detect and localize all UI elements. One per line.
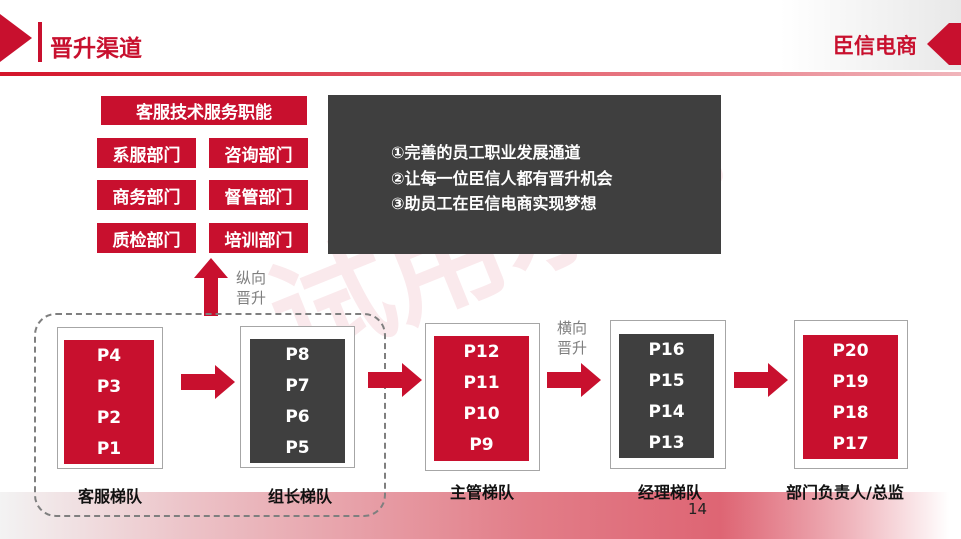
title-accent-bar	[38, 22, 42, 62]
arrow-right-icon	[547, 363, 601, 401]
note-vertical-line-1: 纵向	[236, 269, 267, 287]
ladder-4-level: P16	[648, 339, 685, 360]
ladder-5-level: P17	[832, 433, 869, 454]
ladder-4: P16 P15 P14 P13	[619, 334, 714, 458]
ladder-1-caption: 客服梯队	[78, 487, 143, 506]
header-divider-line	[0, 72, 961, 76]
functions-heading: 客服技术服务职能	[101, 96, 307, 125]
ladder-1-level: P1	[96, 438, 122, 459]
ladder-3-level: P10	[463, 404, 500, 425]
ladder-3: P12 P11 P10 P9	[434, 336, 529, 461]
ladder-2-level: P6	[285, 406, 310, 427]
bottom-band-white-wedge	[720, 492, 961, 539]
ladder-5-level: P19	[832, 371, 869, 392]
ladder-1-level: P4	[96, 345, 122, 366]
arrow-up-icon	[194, 258, 228, 320]
arrow-right-icon	[368, 363, 422, 401]
arrow-right-icon	[181, 365, 235, 403]
goal-item-2: ②让每一位臣信人都有晋升机会	[391, 169, 613, 188]
header-left-shape	[0, 14, 32, 62]
dept-quality: 质检部门	[97, 223, 196, 253]
ladder-3-level: P12	[463, 341, 500, 362]
dept-consulting: 咨询部门	[209, 138, 308, 168]
goal-item-3: ③助员工在臣信电商实现梦想	[391, 194, 597, 213]
ladder-5-level: P20	[832, 340, 869, 361]
ladder-4-level: P14	[648, 401, 685, 422]
ladder-4-level: P13	[648, 432, 685, 453]
goals-panel	[328, 95, 721, 254]
ladder-5-caption: 部门负责人/总监	[786, 483, 904, 502]
note-vertical-line-2: 晋升	[236, 289, 267, 307]
ladder-1-level: P2	[96, 407, 122, 428]
page-title: 晋升渠道	[50, 36, 142, 62]
dept-training: 培训部门	[209, 223, 308, 253]
note-horizontal-line-2: 晋升	[557, 339, 588, 357]
ladder-1: P4 P3 P2 P1	[64, 340, 154, 464]
ladder-2-level: P7	[285, 375, 310, 396]
dept-business: 商务部门	[97, 180, 196, 210]
ladder-5-level: P18	[832, 402, 869, 423]
header-right-shape	[927, 23, 949, 65]
note-vertical: 纵向 晋升	[236, 268, 266, 308]
dept-support: 系服部门	[97, 138, 196, 168]
entry-group-dashed-outline	[34, 313, 386, 517]
ladder-3-level: P11	[463, 372, 500, 393]
page-number: 14	[688, 500, 708, 518]
brand-name: 臣信电商	[833, 34, 917, 58]
ladder-2: P8 P7 P6 P5	[250, 339, 345, 463]
ladder-3-level: P9	[469, 435, 494, 456]
arrow-right-icon	[734, 363, 788, 401]
ladder-5: P20 P19 P18 P17	[803, 335, 898, 459]
goal-item-1: ①完善的员工职业发展通道	[391, 143, 581, 162]
ladder-2-caption: 组长梯队	[268, 487, 333, 506]
ladder-3-caption: 主管梯队	[450, 483, 515, 502]
header-right-bar	[949, 23, 961, 65]
ladder-1-level: P3	[96, 376, 122, 397]
ladder-4-caption: 经理梯队	[638, 483, 703, 502]
note-horizontal-line-1: 横向	[557, 319, 588, 337]
ladder-2-level: P8	[285, 344, 310, 365]
dept-supervision: 督管部门	[209, 180, 308, 210]
note-horizontal: 横向 晋升	[557, 318, 587, 358]
ladder-2-level: P5	[285, 437, 310, 458]
ladder-4-level: P15	[648, 370, 685, 391]
